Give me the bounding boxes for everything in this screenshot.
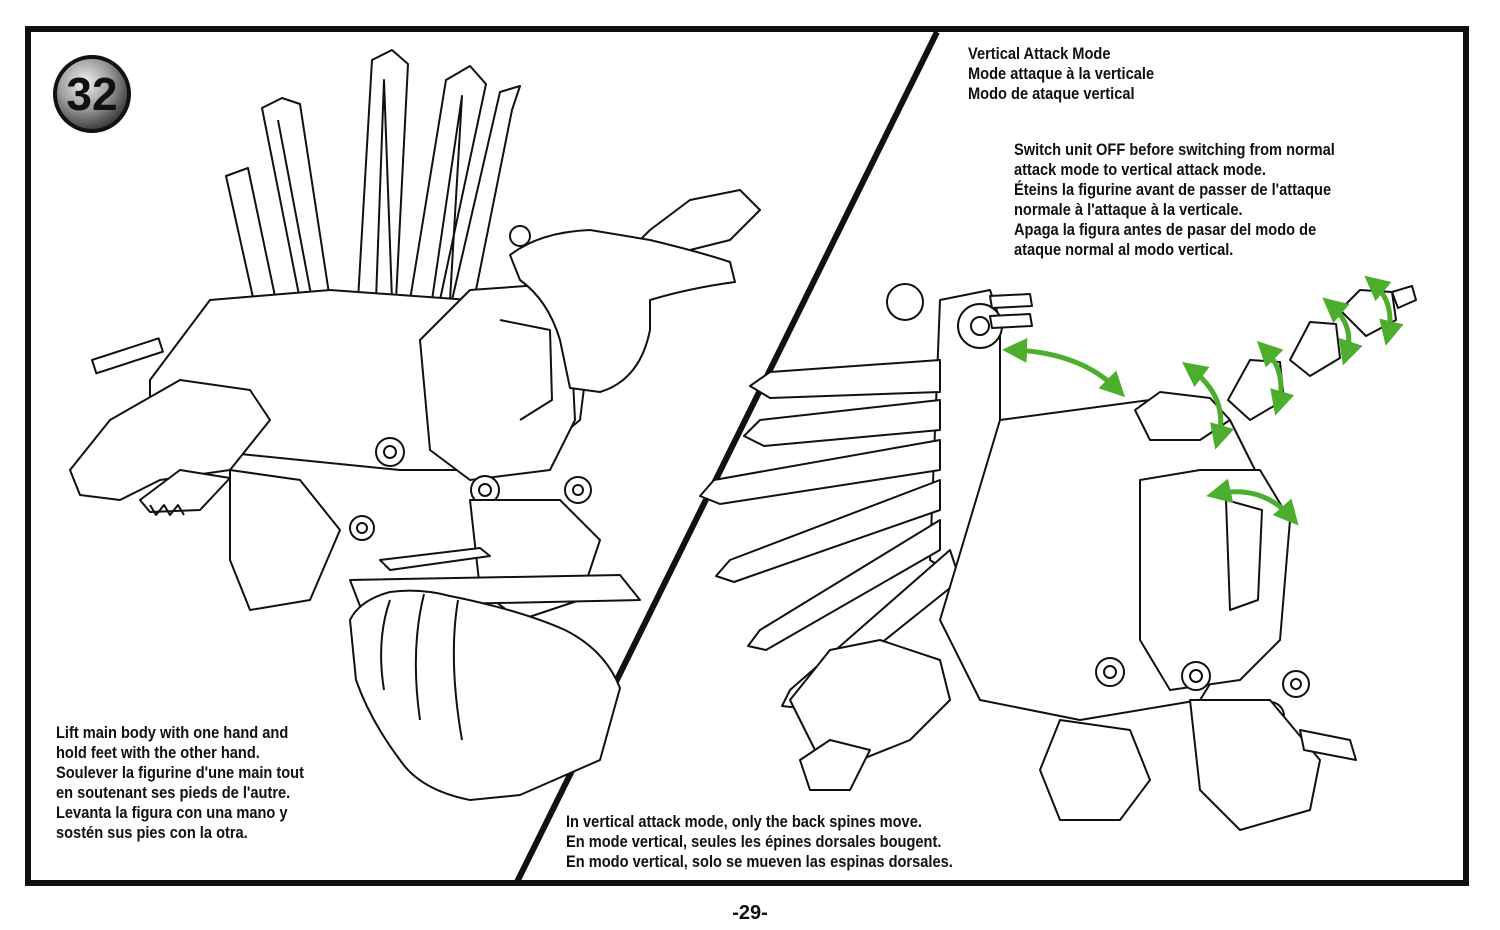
vertical-mode-title: Vertical Attack Mode Mode attaque à la v… xyxy=(968,44,1154,104)
note-line: normale à l'attaque à la verticale. xyxy=(1014,200,1243,219)
left-figure-illustration xyxy=(69,49,761,801)
motion-arrow-back xyxy=(1182,361,1235,450)
upper-hand xyxy=(509,229,736,393)
note-line: attack mode to vertical attack mode. xyxy=(1014,160,1266,179)
note-line: ataque normal al modo vertical. xyxy=(1014,240,1234,259)
spines-left xyxy=(225,49,521,321)
spines-line-fr: En mode vertical, seules les épines dors… xyxy=(566,832,942,851)
motion-arrow-spine xyxy=(1002,337,1126,398)
motion-arrow-tail-3 xyxy=(1364,275,1404,346)
motion-arrow-tail-1 xyxy=(1256,340,1295,416)
title-line-en: Vertical Attack Mode xyxy=(968,44,1111,63)
step-number: 32 xyxy=(66,68,117,120)
spines-line-es: En modo vertical, solo se mueven las esp… xyxy=(566,852,953,871)
page-frame xyxy=(25,26,1469,886)
right-figure-illustration xyxy=(699,283,1417,831)
motion-arrow-shoulder xyxy=(1206,478,1299,526)
instruction-line: Soulever la figurine d'une main tout xyxy=(56,763,304,782)
lift-instructions: Lift main body with one hand and hold fe… xyxy=(56,723,304,843)
instruction-line: sostén sus pies con la otra. xyxy=(56,823,248,842)
switch-off-note: Switch unit OFF before switching from no… xyxy=(1014,140,1335,260)
title-line-es: Modo de ataque vertical xyxy=(968,84,1135,103)
lower-hand xyxy=(349,589,621,801)
motion-arrows xyxy=(1002,275,1404,526)
step-badge: 32 xyxy=(53,55,131,133)
page-number: -29- xyxy=(732,902,768,924)
title-line-fr: Mode attaque à la verticale xyxy=(968,64,1155,83)
note-line: Apaga la figura antes de pasar del modo … xyxy=(1014,220,1317,239)
motion-arrow-tail-2 xyxy=(1322,297,1363,366)
instruction-line: Levanta la figura con una mano y xyxy=(56,803,288,822)
instruction-line: en soutenant ses pieds de l'autre. xyxy=(56,783,291,802)
spines-note: In vertical attack mode, only the back s… xyxy=(566,812,953,872)
note-line: Switch unit OFF before switching from no… xyxy=(1014,140,1335,159)
spines-line-en: In vertical attack mode, only the back s… xyxy=(566,812,922,831)
instruction-line: Lift main body with one hand and xyxy=(56,723,289,742)
note-line: Éteins la figurine avant de passer de l'… xyxy=(1014,180,1332,199)
instruction-line: hold feet with the other hand. xyxy=(56,743,260,762)
